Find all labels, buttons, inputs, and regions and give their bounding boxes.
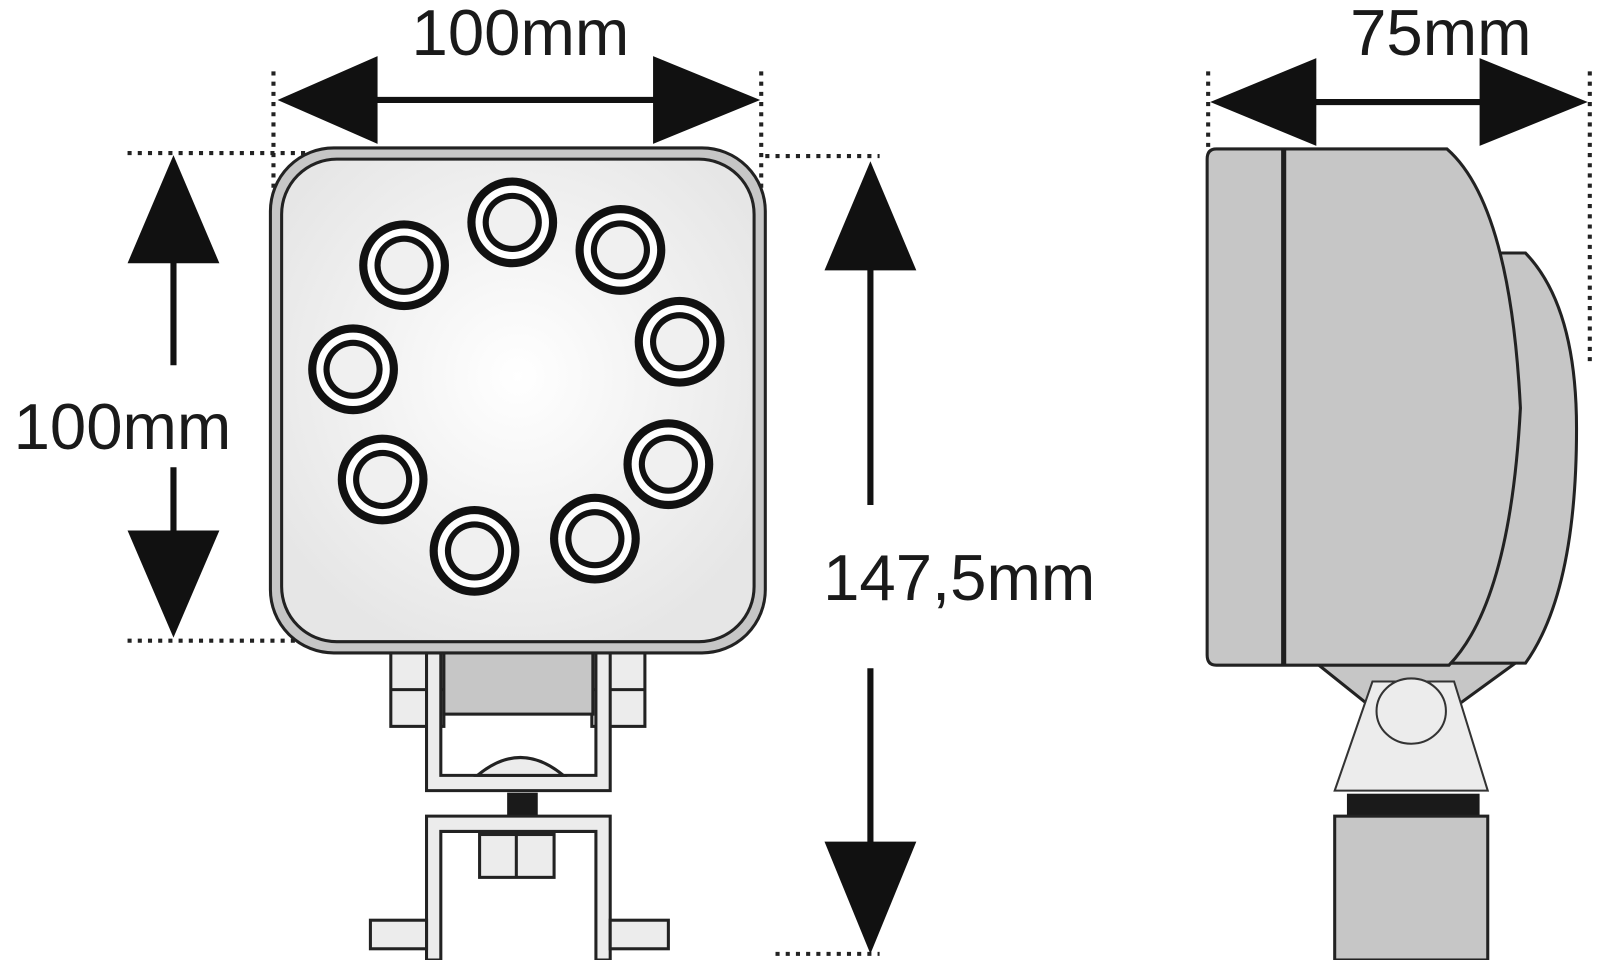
led-icon: [429, 506, 520, 596]
front-view: [268, 146, 767, 960]
led-icon: [359, 220, 449, 311]
front-height-label: 100mm: [14, 390, 232, 463]
side-view: [1205, 147, 1579, 960]
led-icon: [337, 434, 428, 525]
side-post: [1333, 814, 1490, 960]
front-mount-bracket: [368, 636, 670, 960]
led-ring: [308, 177, 725, 596]
led-icon: [634, 296, 725, 387]
front-width-label: 100mm: [412, 0, 630, 69]
side-depth-label: 75mm: [1350, 0, 1531, 69]
led-icon: [467, 177, 558, 268]
total-height-label: 147,5mm: [823, 541, 1095, 614]
dimension-arrows: [127, 56, 1588, 954]
led-icon: [550, 493, 640, 584]
side-housing: [1205, 147, 1522, 667]
led-icon: [575, 205, 666, 295]
pivot-bolt: [1375, 677, 1447, 745]
led-icon: [623, 419, 714, 510]
led-icon: [308, 324, 398, 415]
